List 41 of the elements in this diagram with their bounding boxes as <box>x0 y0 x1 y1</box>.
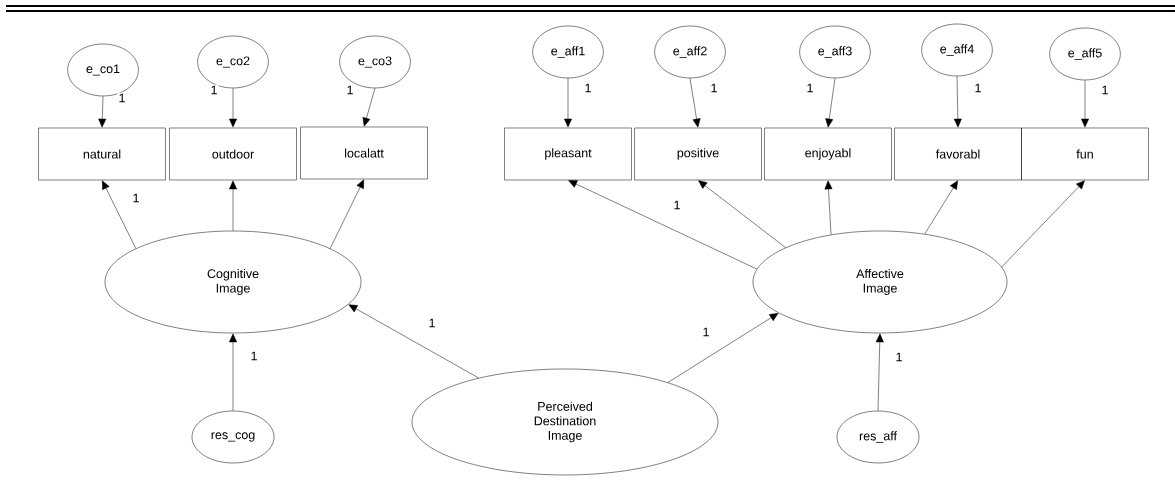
edge-label: 1 <box>209 84 219 96</box>
variable-box: fun <box>1021 127 1149 181</box>
edge-label: 1 <box>805 82 815 94</box>
arrow <box>1001 180 1085 268</box>
edge-label: 1 <box>131 192 141 204</box>
edge-label: 1 <box>1100 84 1110 96</box>
variable-box: pleasant <box>504 127 632 181</box>
arrow <box>825 78 836 128</box>
edge-label: 1 <box>894 351 904 363</box>
edge-label: 1 <box>117 92 127 104</box>
variable-box: outdoor <box>169 127 297 181</box>
arrow <box>875 333 884 411</box>
arrow <box>362 88 376 127</box>
edge-label: 1 <box>973 82 983 94</box>
variable-box: positive <box>634 127 762 181</box>
arrow <box>98 96 107 128</box>
edge-label: 1 <box>672 199 682 211</box>
arrow <box>953 76 962 128</box>
arrow <box>824 180 833 235</box>
arrow <box>102 180 137 249</box>
arrow <box>229 333 237 411</box>
arrow <box>329 179 364 249</box>
edge-label: 1 <box>583 82 593 94</box>
arrow <box>348 304 479 379</box>
arrow <box>924 180 958 235</box>
arrow <box>1081 80 1089 128</box>
arrow <box>564 78 572 128</box>
variable-box: favorabl <box>894 127 1022 181</box>
edge-label: 1 <box>709 82 719 94</box>
arrow <box>667 313 779 383</box>
arrow <box>229 88 237 128</box>
edge-label: 1 <box>427 317 437 329</box>
arrow <box>229 180 237 231</box>
arrow <box>689 78 701 128</box>
arrow <box>568 180 758 270</box>
edge-label: 1 <box>701 326 711 338</box>
variable-box: natural <box>38 127 166 181</box>
variable-box: localatt <box>300 126 428 180</box>
arrow <box>698 180 786 248</box>
edge-label: 1 <box>249 350 259 362</box>
variable-box: enjoyabl <box>764 127 892 181</box>
